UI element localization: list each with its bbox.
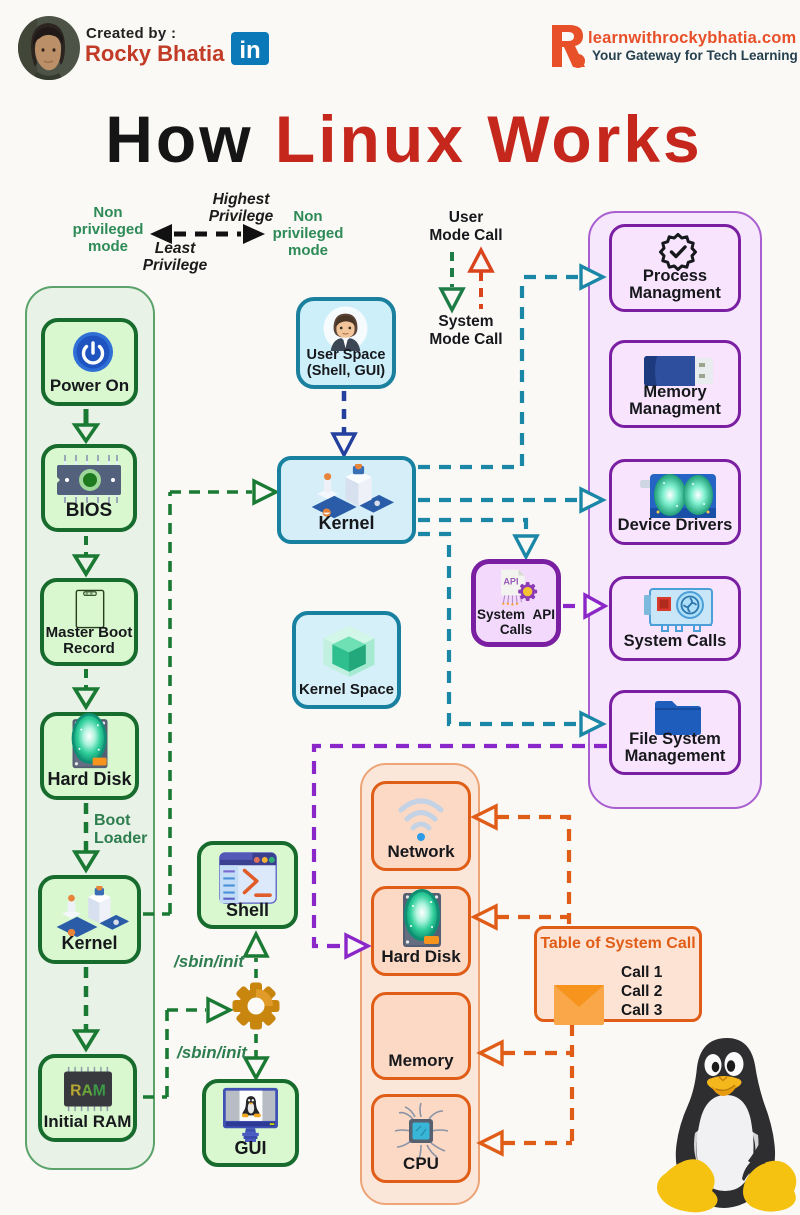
svg-text:RAM: RAM — [70, 1082, 106, 1099]
svg-text:in: in — [239, 37, 260, 64]
svg-text:API: API — [503, 577, 518, 587]
